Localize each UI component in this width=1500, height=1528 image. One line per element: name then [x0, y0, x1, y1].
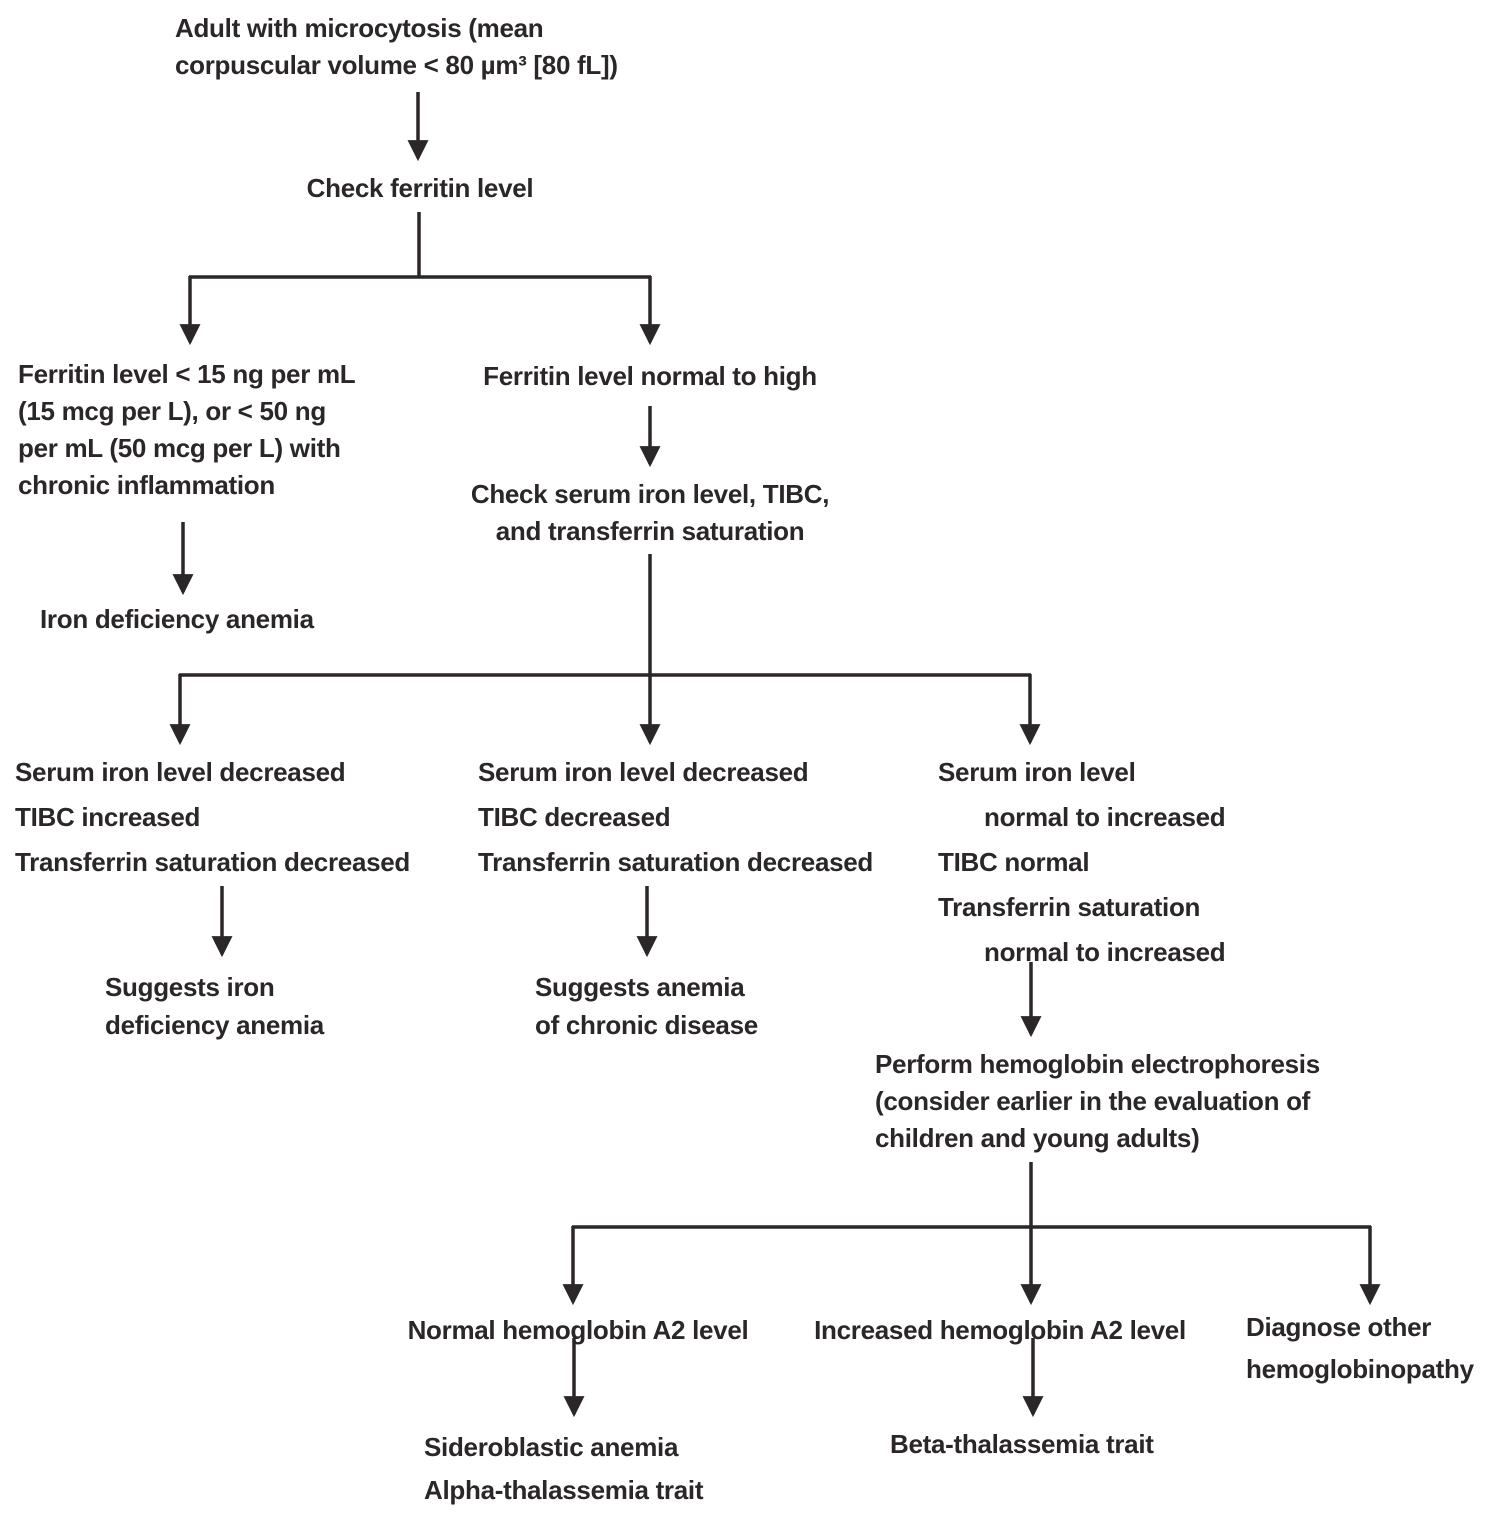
node-sideroblastic: Sideroblastic anemia Alpha-thalassemia t… [424, 1426, 704, 1512]
node-col3-line1: Serum iron level [938, 757, 1136, 787]
node-col2-labs: Serum iron level decreased TIBC decrease… [478, 750, 873, 885]
node-electrophoresis: Perform hemoglobin electrophoresis (cons… [875, 1046, 1320, 1157]
node-ferritin-low-line2: (15 mcg per L), or < 50 ng [18, 396, 326, 426]
node-electrophoresis-line3: children and young adults) [875, 1123, 1200, 1153]
node-iron-deficiency-anemia: Iron deficiency anemia [40, 604, 314, 634]
node-suggests-acd-line2: of chronic disease [535, 1010, 758, 1040]
node-check-ferritin: Check ferritin level [306, 173, 534, 203]
node-ferritin-low: Ferritin level < 15 ng per mL (15 mcg pe… [18, 356, 356, 504]
node-col2-line2: TIBC decreased [478, 802, 671, 832]
node-diagnose-other: Diagnose other hemoglobinopathy [1246, 1306, 1474, 1390]
node-col3-labs: Serum iron level normal to increased TIB… [938, 750, 1226, 975]
node-col3-line5: normal to increased [984, 937, 1226, 967]
node-start-line1: Adult with microcytosis (mean [175, 13, 544, 43]
node-col3-line2: normal to increased [984, 802, 1226, 832]
node-check-serum-line1: Check serum iron level, TIBC, [470, 479, 830, 509]
node-suggests-ida: Suggests iron deficiency anemia [105, 968, 324, 1044]
node-ferritin-normal: Ferritin level normal to high [483, 361, 817, 391]
node-sideroblastic-line1: Sideroblastic anemia [424, 1432, 679, 1462]
node-col3-line3: TIBC normal [938, 847, 1090, 877]
node-electrophoresis-line1: Perform hemoglobin electrophoresis [875, 1049, 1320, 1079]
node-ferritin-low-line1: Ferritin level < 15 ng per mL [18, 359, 356, 389]
node-col2-line3: Transferrin saturation decreased [478, 847, 873, 877]
node-electrophoresis-line2: (consider earlier in the evaluation of [875, 1086, 1311, 1116]
node-col1-line3: Transferrin saturation decreased [15, 847, 410, 877]
node-beta-thalassemia: Beta-thalassemia trait [890, 1429, 1154, 1459]
node-col2-line1: Serum iron level decreased [478, 757, 809, 787]
node-start-line2: corpuscular volume < 80 µm³ [80 fL]) [175, 50, 618, 80]
node-start: Adult with microcytosis (mean corpuscula… [175, 10, 618, 84]
node-check-serum: Check serum iron level, TIBC, and transf… [470, 476, 830, 550]
node-diagnose-other-line2: hemoglobinopathy [1246, 1354, 1474, 1384]
node-suggests-acd: Suggests anemia of chronic disease [535, 968, 758, 1044]
node-col1-line2: TIBC increased [15, 802, 201, 832]
node-normal-a2: Normal hemoglobin A2 level [407, 1315, 749, 1345]
node-col1-labs: Serum iron level decreased TIBC increase… [15, 750, 410, 885]
node-increased-a2: Increased hemoglobin A2 level [814, 1315, 1186, 1345]
node-suggests-ida-line1: Suggests iron [105, 972, 275, 1002]
node-col3-line4: Transferrin saturation [938, 892, 1201, 922]
node-diagnose-other-line1: Diagnose other [1246, 1312, 1432, 1342]
node-ferritin-low-line4: chronic inflammation [18, 470, 275, 500]
node-suggests-acd-line1: Suggests anemia [535, 972, 745, 1002]
node-col1-line1: Serum iron level decreased [15, 757, 346, 787]
node-check-serum-line2: and transferrin saturation [495, 516, 805, 546]
node-sideroblastic-line2: Alpha-thalassemia trait [424, 1475, 704, 1505]
node-ferritin-low-line3: per mL (50 mcg per L) with [18, 433, 341, 463]
node-suggests-ida-line2: deficiency anemia [105, 1010, 324, 1040]
